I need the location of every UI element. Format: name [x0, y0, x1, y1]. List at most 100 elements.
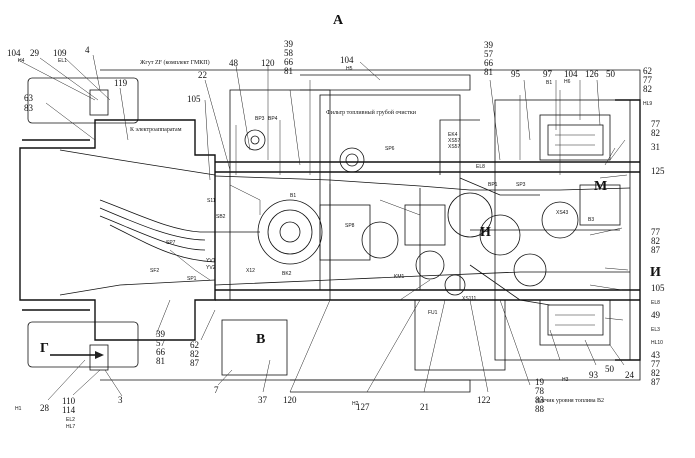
letter-m: М — [594, 179, 607, 194]
letter-i: И — [650, 265, 661, 280]
component-tag: EL2 — [66, 417, 75, 423]
callout-number: 88 — [535, 404, 545, 414]
component-tag: EK4 — [448, 132, 458, 138]
callout-number: 77 — [643, 75, 653, 85]
component-tag: XS111 — [462, 296, 476, 302]
right-callouts: 77 82 31 125 77 82 87 105 49 43 77 82 87 — [651, 119, 665, 387]
component-tag: SP3 — [516, 182, 526, 188]
component-tag: FU1 — [428, 310, 438, 316]
callout-number: 62 — [190, 340, 199, 350]
component-tag: YV1 — [206, 258, 216, 264]
callout-number: 66 — [156, 347, 166, 357]
callout-number: 109 — [53, 48, 67, 58]
caption-fuel-level-sensor: Датчик уровня топлива В2 — [536, 398, 604, 404]
callout-number: 29 — [30, 48, 40, 58]
component-tag: H3 — [562, 377, 569, 383]
callout-number: 120 — [283, 395, 297, 405]
callout-number: 95 — [511, 69, 521, 79]
caption-fuel-filter: Фильтр топливный грубой очистки — [326, 109, 417, 116]
callout-number: 97 — [543, 69, 553, 79]
component-tag: BP1 — [488, 182, 498, 188]
component-tag: H1 — [15, 406, 22, 412]
callout-number: 66 — [284, 57, 294, 67]
callout-number: 82 — [651, 368, 660, 378]
callout-number: 50 — [605, 364, 615, 374]
component-tag: B1 — [546, 80, 552, 86]
component-tag: X12 — [246, 268, 255, 274]
component-tag: S11 — [207, 198, 216, 204]
callout-number: 82 — [190, 349, 199, 359]
callout-number: 105 — [651, 283, 665, 293]
component-tag: EL1 — [58, 58, 67, 64]
component-tag: H6 — [564, 79, 571, 85]
callout-number: 81 — [284, 66, 293, 76]
callout-number: 49 — [651, 310, 661, 320]
callout-number: 50 — [606, 69, 616, 79]
component-tag: HL10 — [651, 340, 663, 346]
callout-number: 57 — [156, 338, 166, 348]
wiring-harnesses — [59, 80, 631, 306]
callout-number: 120 — [261, 58, 275, 68]
callout-number: 77 — [651, 359, 661, 369]
component-tag: H4 — [18, 58, 25, 64]
callout-number: 105 — [187, 94, 201, 104]
callout-number: 31 — [651, 142, 660, 152]
component-tag: SP7 — [166, 240, 176, 246]
callout-number: 62 — [643, 66, 652, 76]
callout-number: 78 — [535, 386, 545, 396]
callout-number: 57 — [484, 49, 494, 59]
component-tag: B1 — [290, 193, 296, 199]
callout-number: 82 — [651, 128, 660, 138]
callout-number: 126 — [585, 69, 599, 79]
component-tag: YV2 — [206, 265, 216, 271]
component-tag: BK2 — [282, 271, 292, 277]
component-tag: EL3 — [651, 327, 660, 333]
top-callouts: 104 29 109 4 119 63 83 22 48 120 39 58 6… — [7, 39, 653, 113]
component-tag: SP6 — [385, 146, 395, 152]
component-tag: SB2 — [216, 214, 226, 220]
component-tag: KM1 — [394, 274, 405, 280]
callout-number: 93 — [589, 370, 599, 380]
callout-number: 28 — [40, 403, 50, 413]
component-tag: BP4 — [268, 116, 278, 122]
callout-number: 87 — [651, 377, 661, 387]
callout-number: 127 — [356, 402, 370, 412]
callout-number: 77 — [651, 119, 661, 129]
callout-number: 22 — [198, 70, 207, 80]
component-tag: B3 — [588, 217, 594, 223]
callout-number: 125 — [651, 166, 665, 176]
leader-lines — [17, 54, 629, 401]
component-tag: EL8 — [651, 300, 660, 306]
callout-number: 19 — [535, 377, 545, 387]
callout-number: 4 — [85, 45, 90, 55]
component-tag: SP1 — [187, 276, 197, 282]
callout-number: 39 — [284, 39, 294, 49]
callout-number: 24 — [625, 370, 635, 380]
callout-number: 110 — [62, 396, 76, 406]
callout-number: 81 — [484, 67, 493, 77]
component-tag: SF2 — [150, 268, 159, 274]
callout-number: 37 — [258, 395, 268, 405]
view-letter: А — [333, 13, 344, 28]
callout-number: 39 — [156, 329, 166, 339]
component-tag: SP8 — [345, 223, 355, 229]
component-tag: BP3 — [255, 116, 265, 122]
callout-number: 81 — [156, 356, 165, 366]
component-tags: H4 EL1 H6 H5 B1 HL9 BP3 BP4 SP6 EK4 XS57… — [15, 58, 663, 430]
callout-number: 82 — [643, 84, 652, 94]
callout-number: 87 — [190, 358, 200, 368]
callout-number: 104 — [340, 55, 354, 65]
bottom-callouts: 110 114 28 3 39 57 66 81 62 82 87 7 37 1… — [40, 329, 635, 415]
callout-number: 82 — [651, 236, 660, 246]
component-tag: XS57 — [448, 144, 460, 150]
callout-number: 104 — [564, 69, 578, 79]
letter-g: Г — [40, 341, 49, 356]
component-tag: H5 — [346, 66, 353, 72]
component-tag: HL9 — [643, 101, 652, 107]
caption-to-electric: К электроаппаратам — [130, 127, 182, 133]
callout-number: 63 — [24, 93, 34, 103]
callout-number: 119 — [114, 78, 128, 88]
callout-number: 66 — [484, 58, 494, 68]
callout-number: 122 — [477, 395, 491, 405]
